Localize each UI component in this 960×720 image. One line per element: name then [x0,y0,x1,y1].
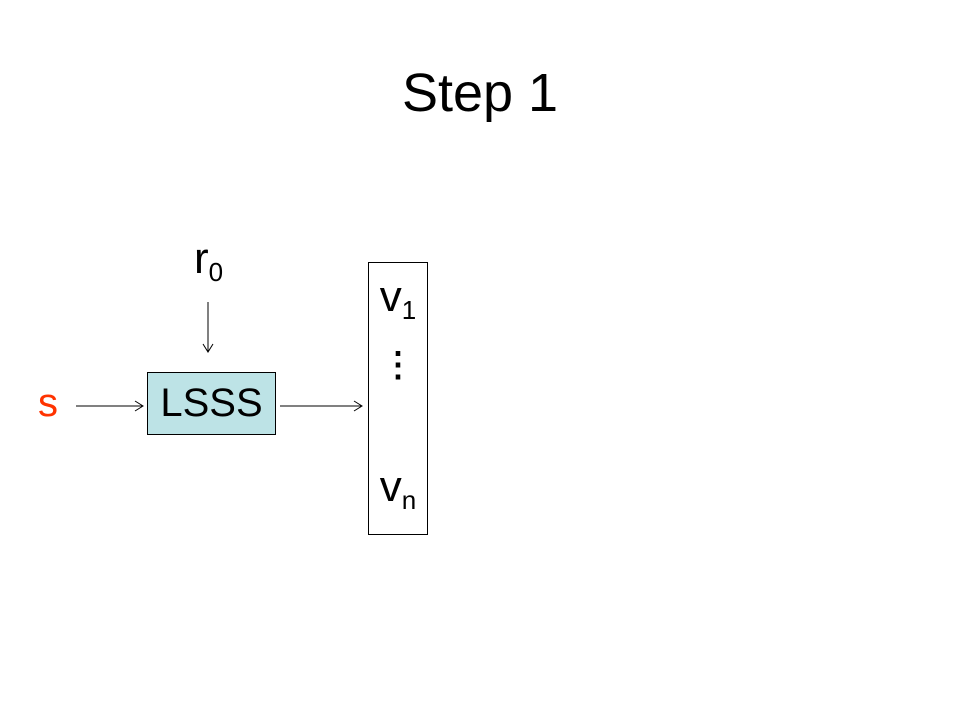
slide-title: Step 1 [401,63,559,123]
lsss-box [147,372,276,435]
randomness-arrow [202,302,214,353]
lsss-label: LSSS [160,381,263,425]
share-first-subscript: 1 [401,295,417,325]
randomness-label: r0 [194,234,223,297]
randomness-base: r [194,234,209,283]
share-last-base: v [379,462,402,511]
share-first-label: v1 [368,272,428,335]
vertical-ellipsis: ⋮ [381,346,415,384]
secret-label: s [38,381,58,425]
share-last-subscript: n [401,485,417,515]
share-first-base: v [379,272,402,321]
share-last-label: vn [368,462,428,525]
randomness-subscript: 0 [208,257,224,287]
output-arrow [280,400,363,412]
input-arrow [76,400,144,412]
shares-vector-box [368,262,428,535]
